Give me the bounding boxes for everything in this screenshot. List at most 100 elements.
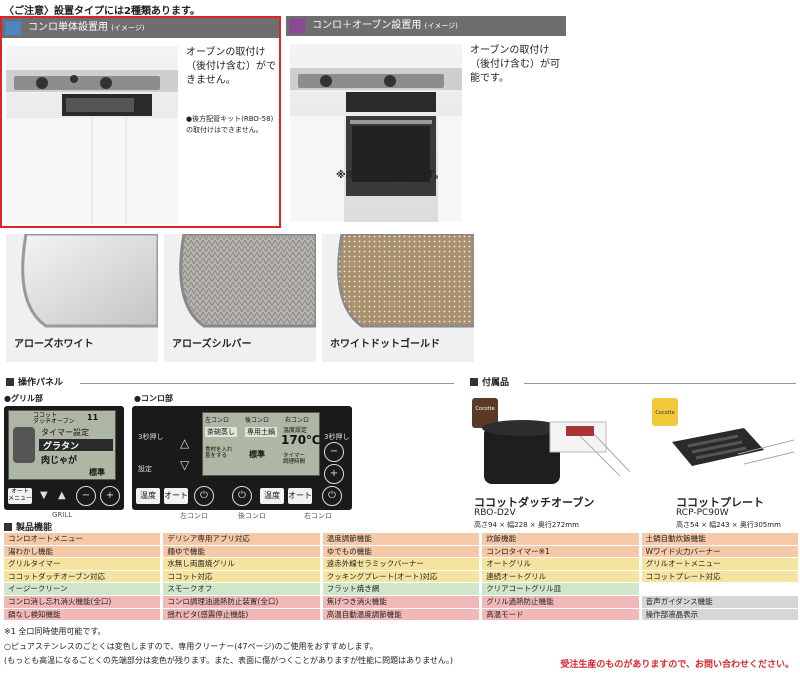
accessory-name: ココットダッチオーブン [474,496,595,509]
feature-cell: ゆでもの機能 [322,545,480,558]
feature-cell: 鍋なし検知機能 [4,608,161,621]
lcd-left-menu: 茶碗蒸し [205,427,237,437]
feature-cell: 揺れピタ(感震停止機能) [163,608,320,621]
svg-text:Cocotte: Cocotte [475,406,494,412]
feature-cell: クリアコートグリル皿 [482,583,639,595]
stove-right-temp-button[interactable]: 温度 [260,488,284,504]
feature-cell: グリルタイマー [4,558,161,570]
footnote: (もっとも高温になるごとくの先端部分は変色が残ります。また、表面に傷がつくことが… [4,656,453,665]
grill-panel-title: ●グリル部 [4,394,43,403]
grill-auto-menu-button[interactable]: オート メニュー [8,488,33,504]
grill-up-button[interactable]: ▲ [58,490,66,501]
feature-cell: 土鍋自動炊飯機能 [641,533,798,545]
stove-zone-label: 左コンロ [180,512,208,520]
stove-left-up-icon[interactable]: △ [180,436,190,450]
lcd-temp-label: 温度設定 [283,427,308,434]
lcd-left-instruction: 食材を入れ 蓋をする [205,447,233,459]
grill-menu-item[interactable]: タイマー設定 [41,428,89,437]
lcd-tab: 右コンロ [285,417,310,424]
grill-plus-button[interactable]: + [100,486,120,506]
install-stove-only: コンロ単体設置用 (イメージ) オーブンの取付け（後付け含む）ができません。 ●… [0,16,281,228]
feature-cell: 温度調節機能 [322,533,480,545]
lcd-tab: 後コンロ [245,417,270,424]
header-title: コンロ＋オーブン設置用 [312,20,422,31]
accessory-name: ココットプレート [676,496,764,509]
header-color-square [5,21,21,35]
feature-cell: ココット対応 [163,570,320,583]
feature-cell: 高温自動温度調節機能 [322,608,480,621]
feature-cell: デリシア専用アプリ対応 [163,533,320,545]
stove-only-text: オーブンの取付け（後付け含む）ができません。 [186,47,276,86]
install-stove-oven-header: コンロ＋オーブン設置用 (イメージ) [286,16,566,36]
plate-label: アローズホワイト [14,339,94,350]
feature-cell: 麺ゆで機能 [163,545,320,558]
section-title: 付属品 [482,378,510,388]
accessory-code: RBO-D2V [474,508,516,518]
stove-right-auto-button[interactable]: オート [288,488,312,504]
feature-cell: 焦げつき消火機能 [322,595,480,608]
grill-down-button[interactable]: ▼ [40,490,48,501]
grill-menu-item-selected[interactable]: グラタン [43,442,80,452]
feature-cell: 遠赤外線セラミックバーナー [322,558,480,570]
section-title: 製品機能 [16,523,53,533]
feature-cell: コンロ調理油過熱防止装置(全口) [163,595,320,608]
oven-separate-note: ※オーブンは別売です。 [336,170,445,181]
stove-right-hint: 3秒押し [324,433,350,441]
header-note: (イメージ) [424,22,458,30]
feature-cell: Wワイド火力バーナー [641,545,798,558]
stove-right-plus-button[interactable]: + [324,464,344,484]
grill-menu-item[interactable]: 肉じゃが [41,456,78,466]
feature-cell: スモークオフ [163,583,320,595]
feature-cell: グリル過熱防止機能 [482,595,639,608]
plate-arrows-white: アローズホワイト [6,232,160,362]
stove-right-power-icon[interactable]: ⏻ [322,486,342,506]
lcd-mid-menu: 専用土鍋 [245,427,277,437]
accessory-code: RCP-PC90W [676,508,729,518]
lcd-temp-value: 170℃ [281,433,321,447]
stove-temp-button[interactable]: 温度 [136,488,160,504]
feature-cell: クッキングプレート(オート)対応 [322,570,480,583]
stove-rear-power-icon[interactable]: ⏻ [232,486,252,506]
header-title: コンロ単体設置用 [28,22,108,33]
feature-cell: ココットダッチオーブン対応 [4,570,161,583]
section-panel-header: 操作パネル [6,377,63,390]
feature-cell: 湯わかし機能 [4,545,161,558]
accessory-dimensions: 高さ54 × 幅243 × 奥行305mm [676,521,781,529]
feature-cell: 音声ガイダンス機能 [641,595,798,608]
plate-arrows-silver: アローズシルバー [164,232,318,362]
section-bullet [4,523,12,531]
grill-control-panel: ココット ダッチオーブン 11 タイマー設定 グラタン 肉じゃが 標準 オート … [4,406,124,510]
stove-left-down-icon[interactable]: ▽ [180,458,190,472]
section-features-header: 製品機能 [4,520,52,533]
feature-cell: ココットプレート対応 [641,570,798,583]
feature-cell: オートグリル [482,558,639,570]
section-bullet [6,378,14,386]
contact-note: 受注生産のものがありますので、お問い合わせください。 [560,660,794,670]
stove-zone-label: 右コンロ [304,512,332,520]
cocotte-plate-photo: Cocotte [648,396,796,492]
stove-only-photo [6,46,178,224]
footnote: ※1 全口同時使用可能です。 [4,627,106,636]
stove-oven-photo [290,44,462,222]
section-bullet [470,378,478,386]
stove-left-power-icon[interactable]: ⏻ [194,486,214,506]
stove-auto-button[interactable]: オート [164,488,188,504]
section-title: 操作パネル [18,378,64,388]
feature-cell: 連続オートグリル [482,570,639,583]
stove-control-panel: 3秒押し 設定 △ ▽ 左コンロ 後コンロ 右コンロ 茶碗蒸し 食材を入れ 蓋を… [132,406,352,510]
section-divider [80,383,454,384]
feature-cell: 水無し両面焼グリル [163,558,320,570]
grill-status: 標準 [89,468,105,477]
stove-oven-text: オーブンの取付け（後付け含む）が可能です。 [470,45,560,84]
grill-minus-button[interactable]: − [76,486,96,506]
stove-zone-label: 後コンロ [238,512,266,520]
feature-cell: フラット焼き網 [322,583,480,595]
feature-cell: 炊飯機能 [482,533,639,545]
install-notice: 〈ご注意〉設置タイプには2種類あります。 [4,6,200,17]
grill-lcd-count: 11 [87,413,99,422]
grill-lcd-header: ココット ダッチオーブン [33,412,75,425]
stove-right-minus-button[interactable]: − [324,442,344,462]
feature-cell [642,583,798,595]
lcd-timer: タイマー 調理時間 [283,453,306,465]
feature-cell: コンロタイマー※1 [482,545,639,558]
